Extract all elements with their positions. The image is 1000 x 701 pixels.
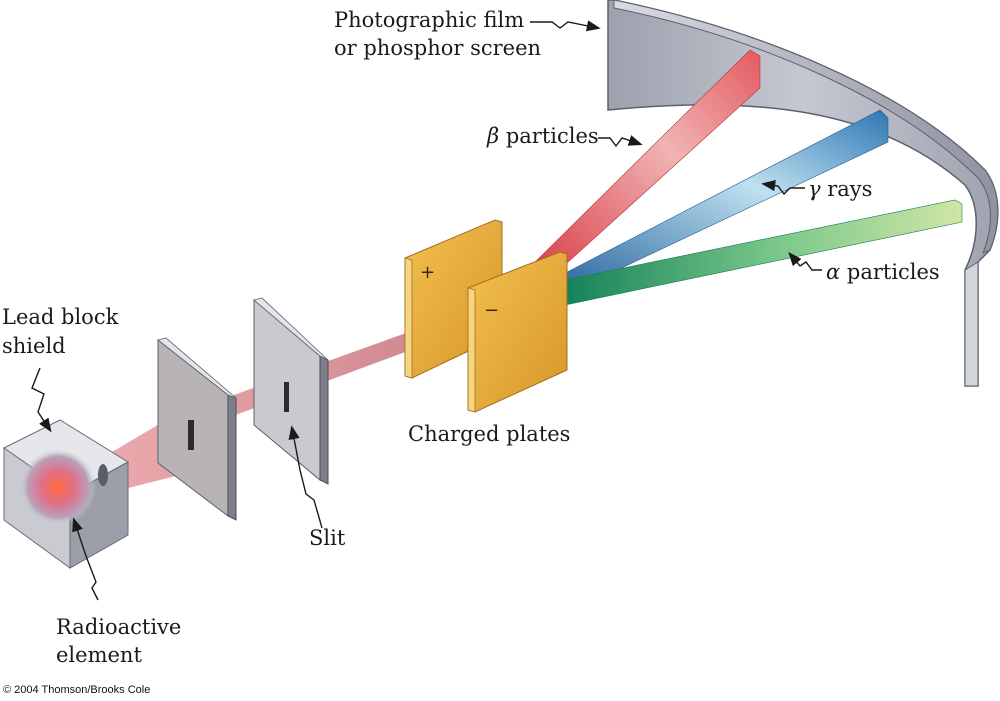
- alpha-text: particles: [846, 260, 940, 284]
- beta-leader: [598, 135, 643, 148]
- radioactive-glow: [20, 449, 96, 525]
- alpha-leader: [788, 251, 822, 271]
- lead-block-label-line2: shield: [2, 334, 66, 358]
- alpha-label: α particles: [826, 258, 940, 286]
- copyright-notice: © 2004 Thomson/Brooks Cole: [3, 684, 151, 696]
- radioactive-leader: [72, 517, 99, 601]
- lead-block: [3, 419, 129, 569]
- beta-text: particles: [505, 124, 599, 148]
- alpha-symbol: α: [826, 260, 841, 284]
- minus-sign: −: [484, 300, 499, 321]
- lead-leader: [31, 367, 52, 433]
- beta-symbol: β: [487, 124, 500, 148]
- gamma-text: rays: [827, 177, 873, 201]
- collimator-plate: [157, 337, 237, 521]
- collimator-opening: [188, 420, 194, 450]
- charged-plates-label: Charged plates: [408, 422, 571, 446]
- gamma-symbol: γ: [808, 177, 821, 201]
- slit-opening: [284, 382, 289, 412]
- block-opening: [98, 464, 108, 486]
- radioactive-label-line2: element: [56, 643, 142, 667]
- radioactive-label-line1: Radioactive: [56, 615, 182, 639]
- gamma-label: γ rays: [808, 175, 872, 203]
- slit-leader: [288, 425, 323, 529]
- slit-label: Slit: [309, 526, 346, 550]
- film-label-line2: or phosphor screen: [334, 36, 542, 60]
- photographic-screen: [607, 0, 999, 387]
- plus-sign: +: [420, 262, 435, 283]
- film-leader: [530, 20, 601, 32]
- beta-label: β particles: [487, 122, 599, 150]
- charged-plates: + −: [404, 219, 568, 413]
- slit-plate: [253, 297, 329, 485]
- film-label-line1: Photographic film: [334, 8, 525, 32]
- lead-block-label-line1: Lead block: [2, 305, 119, 329]
- gamma-leader: [761, 180, 805, 196]
